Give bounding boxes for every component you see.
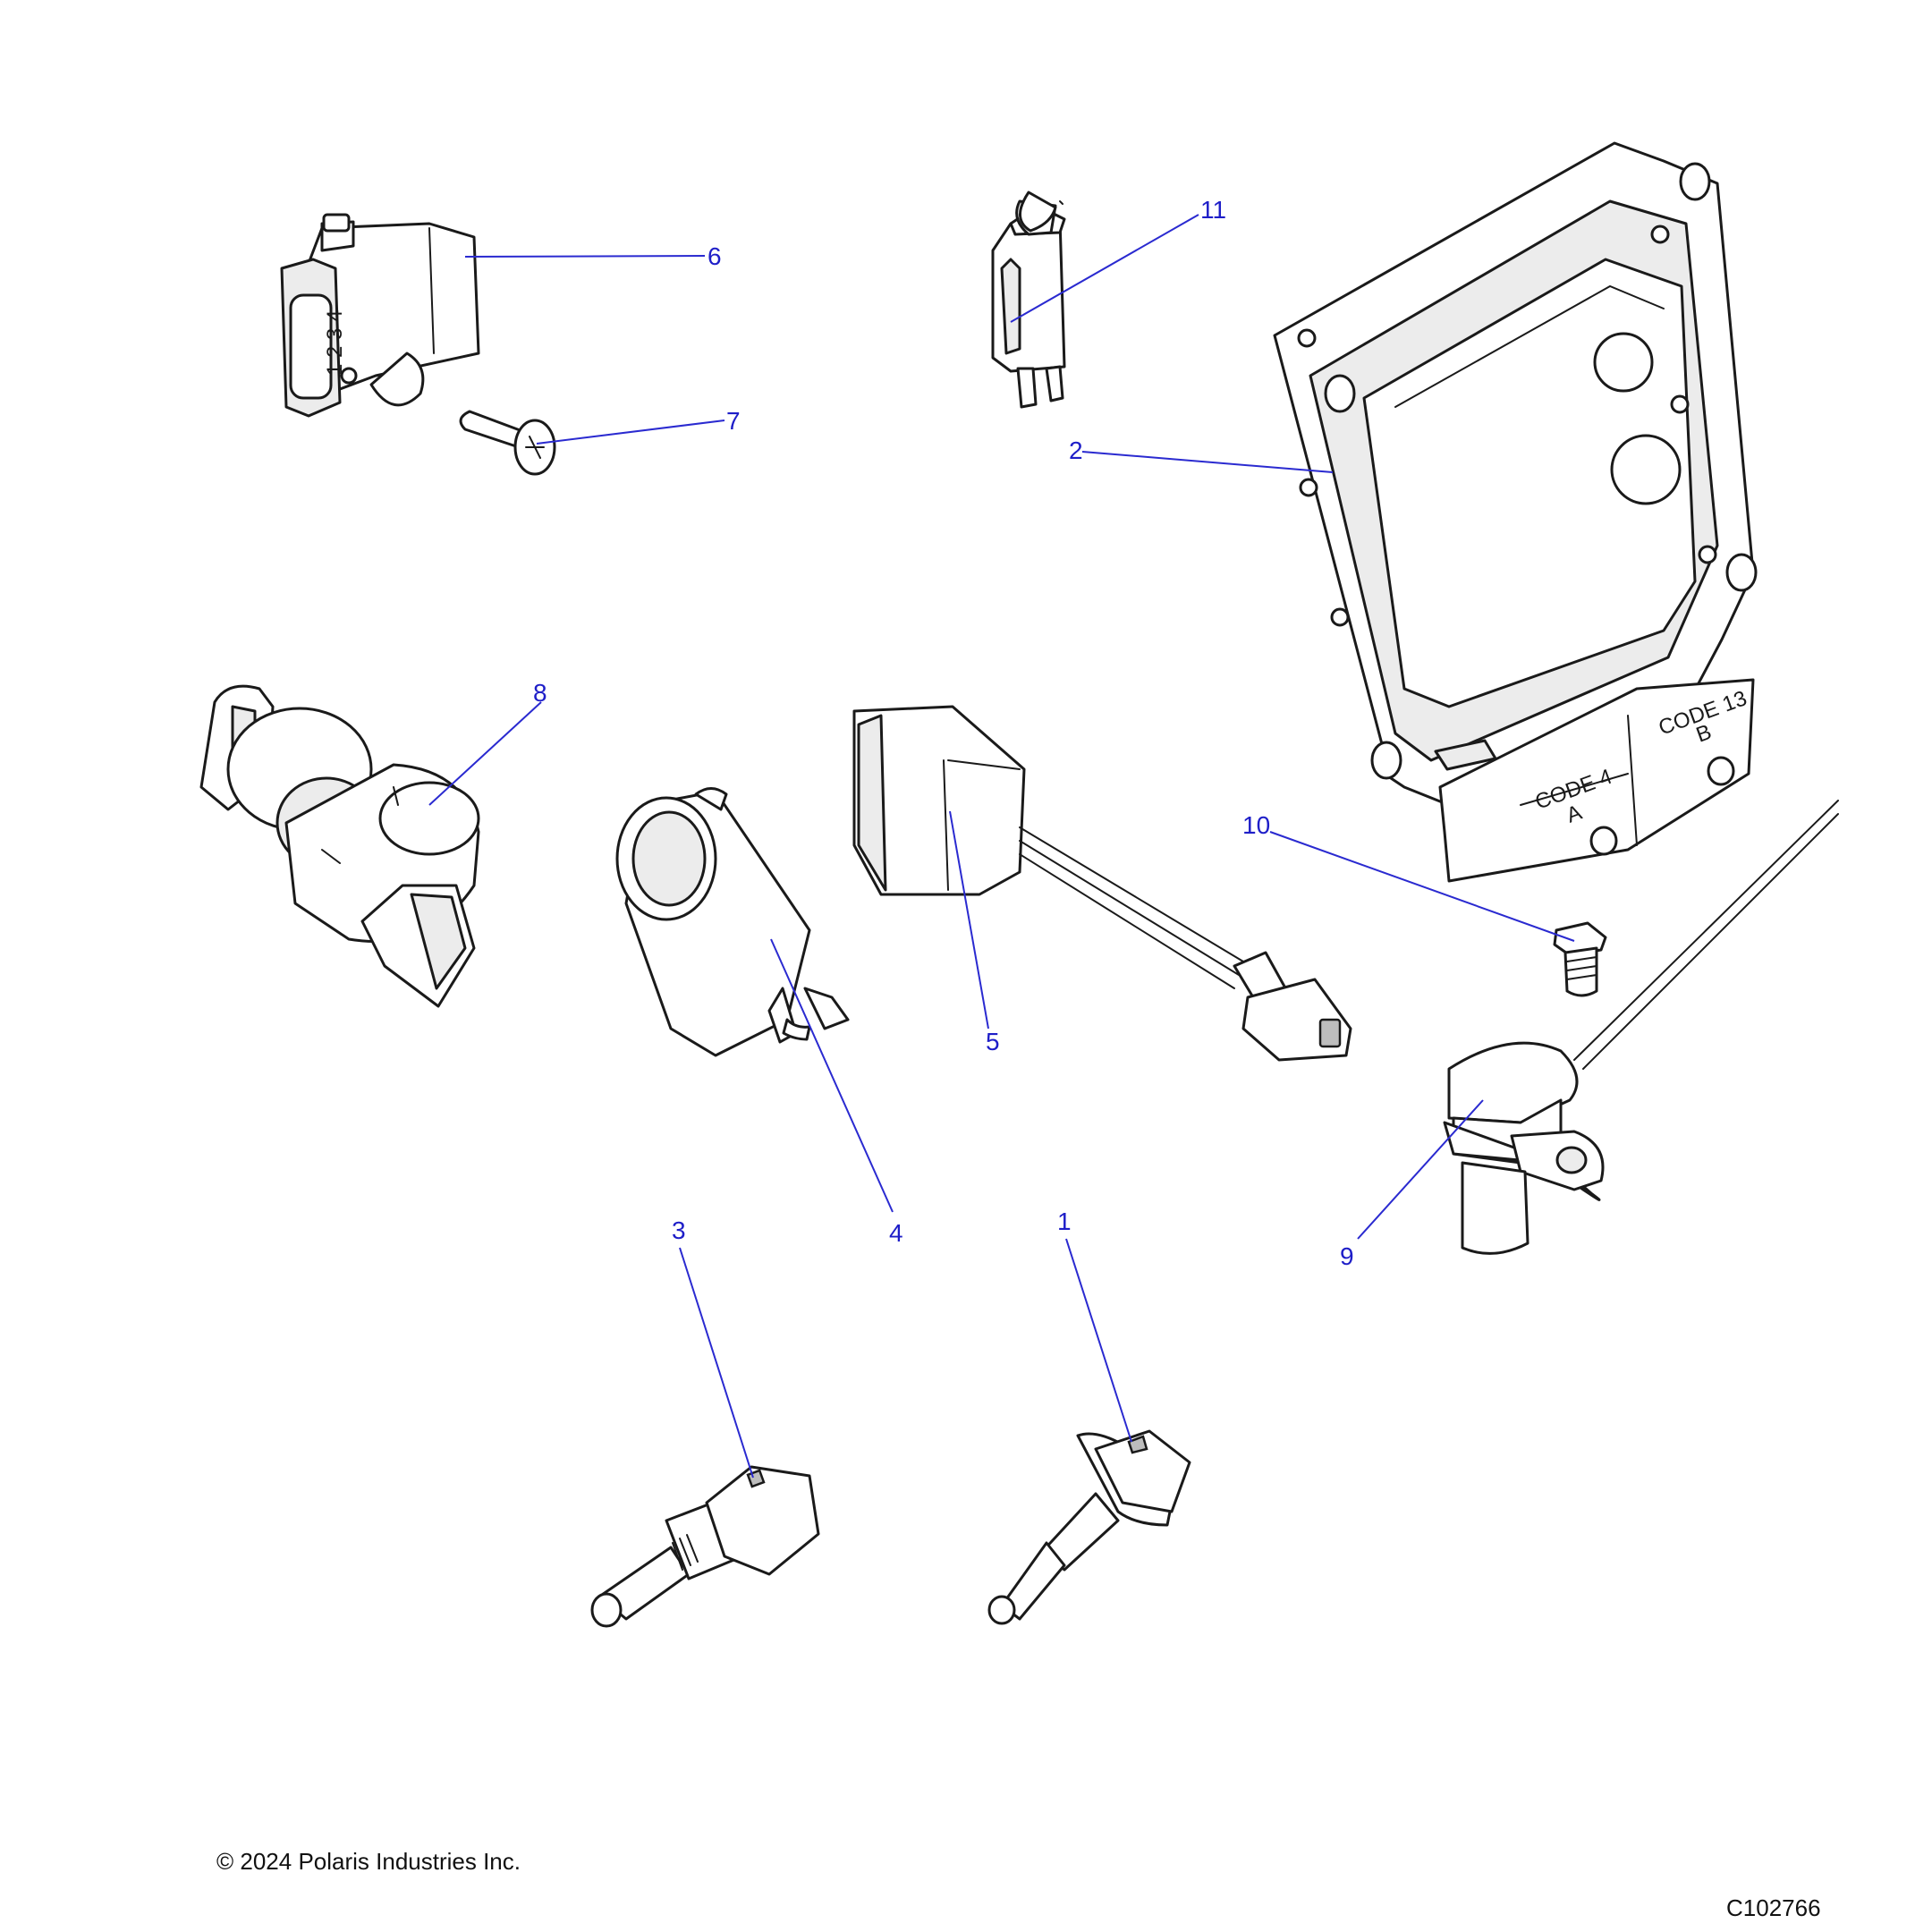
leader-8 [428, 701, 542, 806]
part-4-power-outlet[interactable] [615, 787, 850, 1057]
part-5-module[interactable] [852, 705, 1352, 1062]
leader-7 [536, 419, 725, 445]
leader-2 [1081, 451, 1334, 473]
leader-4 [770, 938, 894, 1213]
leader-3 [679, 1247, 754, 1479]
leader-1 [1065, 1238, 1132, 1443]
part-2-ecu[interactable]: CODE 4 A CODE 13 B [1273, 141, 1758, 883]
leader-5 [949, 810, 989, 1030]
leader-10 [1269, 831, 1575, 942]
callout-3: 3 [672, 1216, 686, 1244]
callout-5: 5 [986, 1028, 1000, 1055]
callout-10: 10 [1242, 811, 1270, 839]
callout-2: 2 [1069, 436, 1083, 464]
part-10-bolt[interactable] [1553, 921, 1607, 997]
callout-4: 4 [889, 1219, 903, 1247]
callout-9: 9 [1340, 1242, 1354, 1270]
leader-lines [428, 214, 1575, 1479]
callout-6: 6 [708, 242, 722, 270]
callout-8: 8 [533, 679, 547, 707]
part-11-rocker-switch[interactable] [991, 191, 1066, 409]
callout-labels: 6 7 11 2 8 4 5 10 9 3 1 [533, 196, 1354, 1270]
drawing-id: C102766 [1726, 1894, 1821, 1921]
callout-7: 7 [726, 407, 741, 435]
part-8-ignition-switch[interactable] [199, 684, 480, 1008]
leader-9 [1357, 1099, 1484, 1240]
map-sensor-pin-marking: 1 2 3 4 [323, 310, 347, 376]
part-1-air-temp-sensor[interactable] [987, 1429, 1191, 1625]
callout-11: 11 [1200, 196, 1226, 224]
part-7-screw[interactable] [459, 410, 556, 476]
leader-11 [1010, 214, 1199, 323]
part-6-map-sensor[interactable]: 1 2 3 4 [280, 213, 480, 418]
part-3-temp-sensor[interactable] [590, 1465, 820, 1628]
callout-1: 1 [1057, 1208, 1072, 1235]
copyright-notice: © 2024 Polaris Industries Inc. [216, 1848, 521, 1875]
leader-6 [464, 255, 706, 258]
